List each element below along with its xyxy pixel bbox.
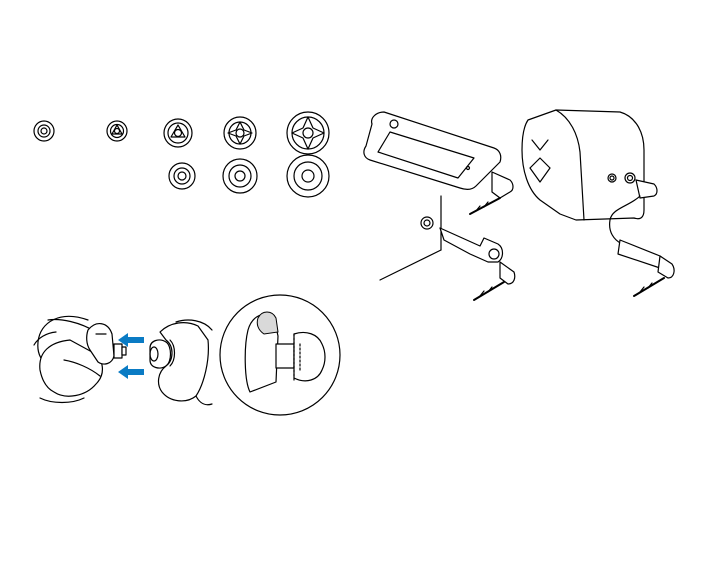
amplifier-box [522,110,644,220]
smartphone [364,112,501,189]
eartip-triple-flange-l [287,112,329,154]
arrow-left-icon [118,365,144,379]
eartip-being-attached [150,340,171,368]
eartip-flange-m [223,159,257,193]
eartip-small-1 [34,121,54,141]
device-connections-panel [364,110,674,300]
eartip-attach-panel [34,295,340,415]
eartip-flange-l [287,155,329,197]
eartip-small-2 [107,121,127,141]
eartip-detail-zoom [220,295,340,415]
eartip-triple-flange-s [164,119,192,147]
eartip-sizes-panel [34,112,329,197]
eartip-flange-s [169,163,195,189]
jack-adapter [380,196,515,300]
eartip-triple-flange-m [224,117,256,149]
